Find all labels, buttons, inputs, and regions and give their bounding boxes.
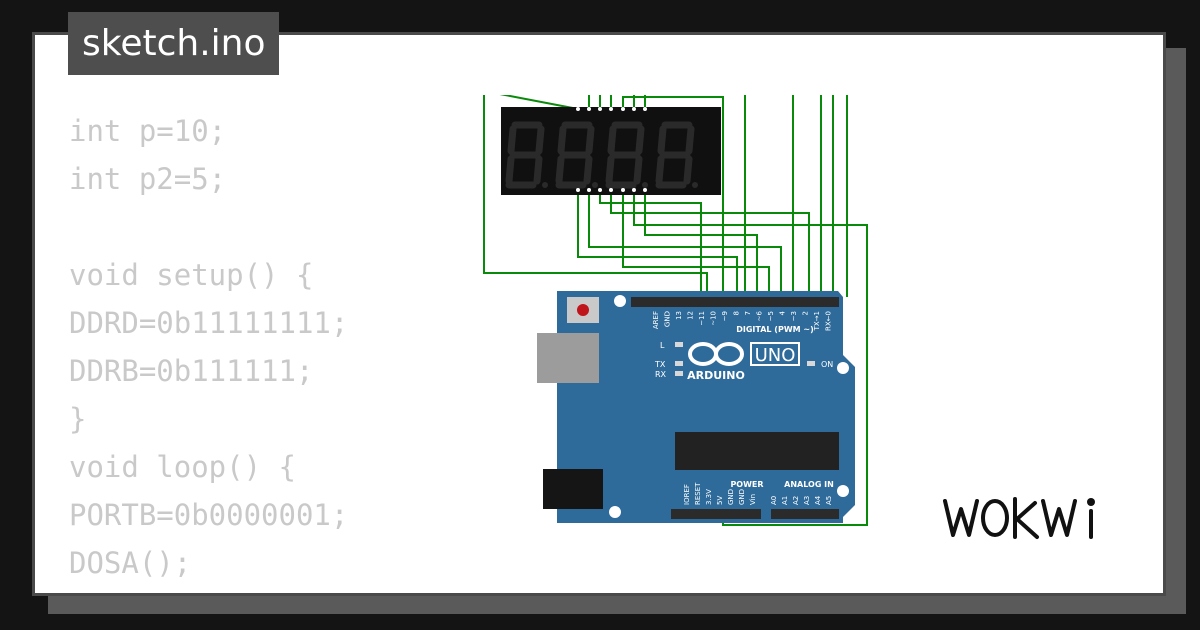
pin-label: A4 [814, 495, 822, 505]
wire [599, 95, 746, 297]
status-leds [675, 342, 815, 376]
pin-label: A1 [781, 496, 789, 505]
pin-label: A0 [770, 496, 778, 505]
reset-button-cap [577, 304, 589, 316]
wire [633, 95, 822, 297]
code-line: DDRD=0b11111111; [69, 306, 349, 340]
pin-label: TX→1 [813, 311, 821, 331]
board-brand: ARDUINO [687, 369, 745, 382]
code-line: DDRB=0b111111; [69, 354, 314, 388]
pin-label: 5V [716, 496, 724, 505]
code-line: } [69, 402, 87, 436]
wire [610, 190, 810, 297]
pin-label: Vin [749, 494, 757, 505]
pin-label: 4 [779, 310, 787, 315]
led-label-tx: TX [654, 360, 666, 369]
display-pins [576, 107, 647, 192]
wire [483, 95, 708, 297]
led-label-l: L [660, 341, 665, 350]
pin-label: 7 [744, 311, 752, 315]
led-label-rx: RX [655, 370, 667, 379]
uno-badge [750, 342, 800, 366]
code-line: void setup() { [69, 258, 314, 292]
digital-header [631, 297, 839, 307]
preview-card: int p=10; int p2=5; void setup() { DDRD=0b1… [32, 32, 1166, 596]
pin-label: IOREF [683, 484, 691, 505]
pin-label: 3.3V [705, 489, 713, 505]
pin-label: GND [664, 311, 672, 327]
digit [655, 121, 695, 189]
pin-label: RX←0 [825, 311, 833, 331]
pin-label: ~6 [756, 310, 764, 321]
wire [644, 95, 848, 297]
microcontroller-chip [675, 432, 839, 470]
pin-label: A5 [825, 496, 833, 505]
pin-label: ~11 [698, 311, 706, 326]
power-jack [543, 469, 603, 509]
wire [610, 95, 794, 297]
wire [622, 190, 770, 297]
seven-segment-display [501, 107, 721, 195]
board-model: UNO [755, 345, 796, 366]
decimal-point [692, 182, 698, 188]
wokwi-logo-icon [943, 497, 1095, 539]
code-line [69, 203, 449, 251]
led-label-on: ON [821, 360, 833, 369]
pin-label: ~3 [790, 311, 798, 321]
digital-label: DIGITAL (PWM ~) [736, 325, 814, 334]
wire [588, 95, 834, 297]
pin-label: 8 [733, 311, 741, 315]
pin-label: GND [727, 489, 735, 505]
power-label: POWER [730, 480, 763, 489]
decimal-point [642, 182, 648, 188]
pin-label: ~5 [767, 311, 775, 321]
code-line: int p2=5; [69, 162, 227, 196]
wire [599, 190, 702, 297]
code-snippet: int p=10; int p2=5; void setup() { DDRD=0b1… [69, 107, 449, 593]
wire [577, 190, 738, 297]
pin-label: RESET [694, 482, 702, 505]
pin-label: 13 [675, 311, 683, 320]
circuit-diagram: UNO ARDUINO DIGITAL (PWM ~) POWER ANALOG… [483, 95, 868, 526]
analog-label: ANALOG IN [784, 480, 834, 489]
wire [644, 190, 758, 297]
digit [605, 121, 645, 189]
digit [555, 121, 595, 189]
digits [505, 121, 698, 189]
arduino-uno-board: UNO ARDUINO DIGITAL (PWM ~) POWER ANALOG… [537, 291, 855, 523]
code-line: int p=10; [69, 114, 227, 148]
pin-label: 12 [687, 311, 695, 320]
pin-label: A3 [803, 496, 811, 505]
pin-label: A2 [792, 496, 800, 505]
decimal-point [542, 182, 548, 188]
usb-port [537, 333, 599, 383]
wire [622, 96, 724, 297]
pin-label: GND [738, 489, 746, 505]
code-line: PORTB=0b0000001; [69, 498, 349, 532]
pin-label: 2 [802, 311, 810, 315]
wire [588, 190, 782, 297]
analog-header [771, 509, 839, 519]
code-line: void loop() { [69, 450, 296, 484]
pin-label: ~10 [710, 311, 718, 326]
pin-label: ~9 [721, 311, 729, 321]
pin-label: AREF [652, 311, 660, 329]
decimal-point [592, 182, 598, 188]
digit [505, 121, 545, 189]
code-line: delay(10); [69, 587, 449, 593]
power-header [671, 509, 761, 519]
file-tab: sketch.ino [68, 12, 280, 75]
code-line: DOSA(); [69, 546, 192, 580]
mounting-holes [609, 295, 849, 518]
arduino-logo-icon [688, 342, 744, 366]
